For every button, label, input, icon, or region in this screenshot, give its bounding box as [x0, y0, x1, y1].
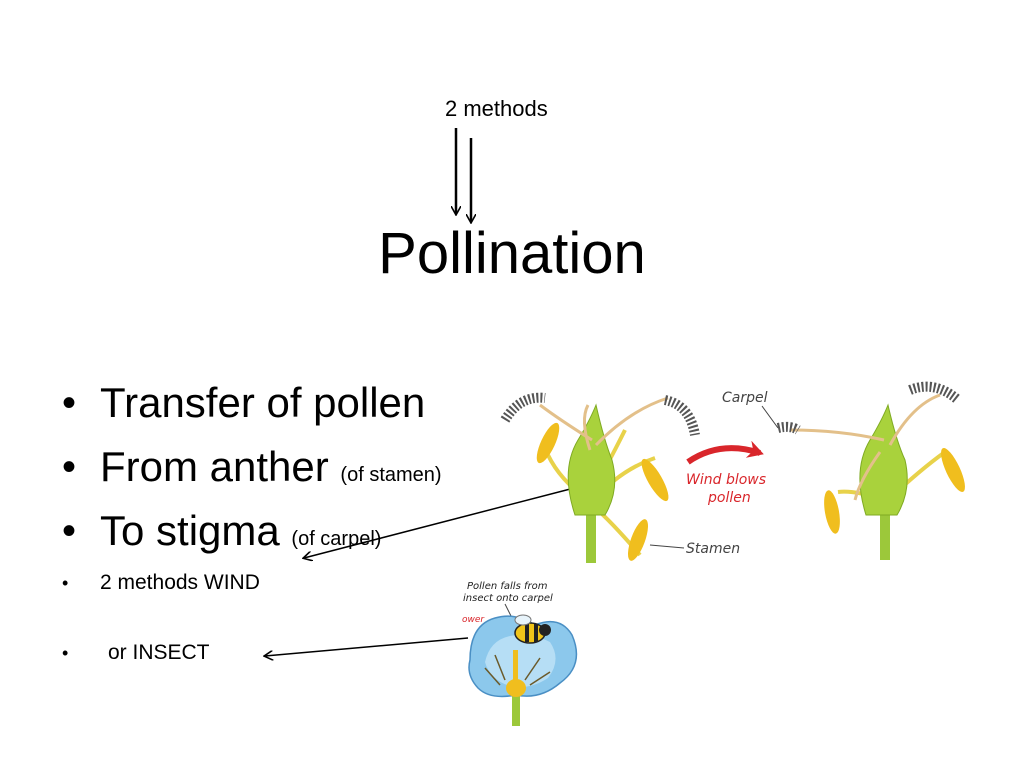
bullet-text: 2 methods WIND [100, 571, 260, 594]
bullet-dot: • [62, 573, 69, 593]
carpel-label: Carpel [722, 390, 768, 406]
wind-arrow [686, 440, 764, 465]
insect-caption-1: Pollen falls from [467, 581, 548, 592]
petal [859, 403, 908, 516]
stigma [663, 395, 700, 437]
stigma [500, 392, 546, 423]
wind-arrow-label-1: Wind blows [686, 472, 766, 488]
wind-arrow-label-2: pollen [707, 490, 751, 506]
bullet-list: • Transfer of pollen • From anther (of s… [62, 378, 442, 666]
insect-pollination-figure: Pollen falls from insect onto carpel owe… [462, 581, 578, 726]
bullet-text: To stigma [100, 507, 280, 554]
right-flower [776, 381, 965, 560]
bullet-dot: • [62, 381, 77, 425]
style-filament [888, 393, 941, 446]
ovary [506, 679, 526, 697]
flower-stem [586, 505, 596, 563]
down-arrows [456, 128, 471, 222]
pointer-arrow-stigma [304, 486, 579, 558]
stamen-leader [649, 544, 685, 549]
bee-icon [514, 614, 551, 644]
bullet-note: (of stamen) [340, 464, 442, 486]
style-filament [594, 396, 669, 447]
bullet-insect: • or INSECT [62, 640, 442, 666]
bullet-text: or INSECT [108, 641, 210, 664]
bullet-wind: • 2 methods WIND [62, 570, 442, 596]
anther [536, 422, 560, 464]
bullet-from-anther: • From anther (of stamen) [62, 442, 442, 506]
style-filament [789, 428, 885, 442]
bullet-dot: • [62, 643, 69, 663]
stigma [908, 381, 962, 404]
slide-title: Pollination [378, 221, 646, 286]
bullet-transfer: • Transfer of pollen [62, 378, 442, 442]
anther [941, 448, 965, 492]
insect-partial-label: ower [462, 615, 485, 625]
flower-stem [880, 505, 890, 560]
bullet-text: From anther [100, 443, 329, 490]
style-filament [583, 404, 592, 451]
bullet-dot: • [62, 445, 77, 489]
stamens [484, 654, 551, 686]
carpel-leader [761, 405, 779, 429]
anther [641, 458, 669, 502]
carpel-style [513, 650, 518, 685]
wind-pollination-figure: Wind blows pollen Carpel Stamen [500, 381, 965, 563]
bullet-dot: • [62, 509, 77, 553]
top-note: 2 methods [445, 96, 548, 121]
stigma [776, 421, 801, 435]
flower-stem [512, 690, 520, 726]
left-flower [500, 392, 700, 563]
style-filament [853, 451, 882, 501]
petal [567, 403, 616, 516]
pointer-arrow-insect [265, 637, 469, 656]
insect-caption-2: insect onto carpel [463, 593, 553, 604]
stamen-label: Stamen [686, 541, 740, 557]
anther [824, 490, 840, 534]
bullet-text: Transfer of pollen [100, 379, 426, 426]
anther [628, 519, 648, 561]
